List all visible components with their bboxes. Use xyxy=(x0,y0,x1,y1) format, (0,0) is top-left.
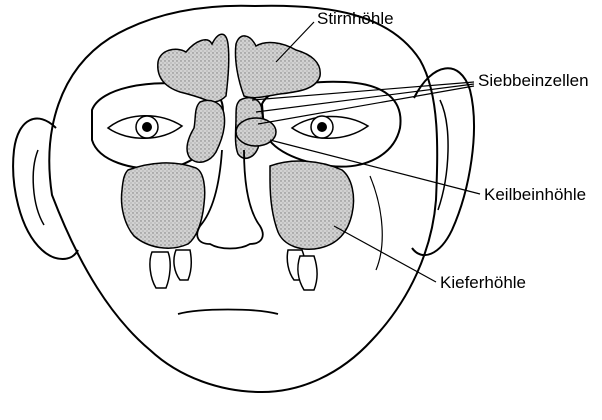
right-ear xyxy=(412,68,474,255)
left-ear-inner xyxy=(33,150,44,225)
left-maxillary-sinus xyxy=(122,163,205,248)
right-ear-inner xyxy=(438,100,448,210)
right-frontal-sinus xyxy=(235,36,320,98)
left-ethmoid-cells xyxy=(187,101,224,163)
sphenoid-sinus-label: Keilbeinhöhle xyxy=(484,186,586,203)
left-tooth-1 xyxy=(150,252,170,288)
frontal-sinus-label: Stirnhöhle xyxy=(317,10,394,27)
maxillary-sinus-label: Kieferhöhle xyxy=(440,274,526,291)
ethmoid-cells-label: Siebbeinzellen xyxy=(478,72,589,89)
right-maxillary-sinus xyxy=(270,161,354,249)
left-ear xyxy=(13,119,78,259)
left-tooth-2 xyxy=(174,250,191,280)
nose xyxy=(197,150,263,249)
mouth xyxy=(178,310,278,315)
right-cheek-line xyxy=(370,176,382,270)
left-pupil xyxy=(142,122,152,132)
left-frontal-sinus xyxy=(158,34,229,102)
right-pupil xyxy=(317,122,327,132)
right-tooth-2 xyxy=(298,256,317,290)
